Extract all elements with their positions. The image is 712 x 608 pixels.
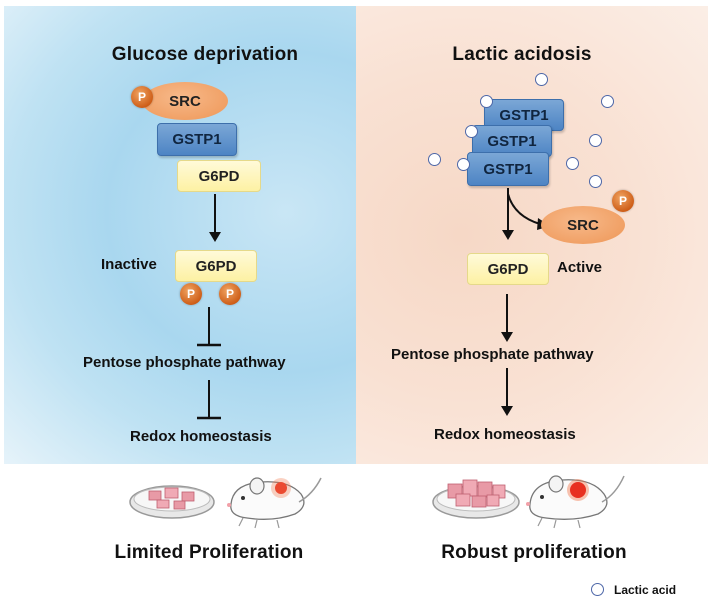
gstp1-node-right-2: GSTP1 bbox=[472, 125, 552, 157]
left-panel-title: Glucose deprivation bbox=[111, 44, 299, 65]
right-panel-title: Lactic acidosis bbox=[452, 44, 592, 65]
lactic-acid-bubble-icon bbox=[589, 175, 602, 188]
down-arrow-left-1 bbox=[209, 194, 221, 242]
g6pd-active-node: G6PD bbox=[467, 253, 549, 285]
pentose-pathway-left: Pentose phosphate pathway bbox=[83, 354, 286, 371]
lactic-acid-bubble-icon bbox=[535, 73, 548, 86]
redox-homeostasis-right: Redox homeostasis bbox=[434, 426, 576, 443]
lactic-acid-bubble-icon bbox=[601, 95, 614, 108]
inhibit-arrow-left-2 bbox=[197, 380, 221, 420]
lactic-acid-bubble-icon bbox=[589, 134, 602, 147]
redox-homeostasis-left: Redox homeostasis bbox=[130, 428, 272, 445]
g6pd-node-left: G6PD bbox=[177, 160, 261, 192]
lactic-acid-bubble-icon bbox=[566, 157, 579, 170]
gstp1-node-right-3: GSTP1 bbox=[467, 152, 549, 186]
legend-lactic-acid-label: Lactic acid bbox=[614, 583, 677, 597]
tumor-dish-icon bbox=[432, 479, 520, 519]
mouse-icon bbox=[526, 475, 625, 529]
tumor-dish-icon bbox=[129, 485, 215, 519]
g6pd-inactive-node: G6PD bbox=[175, 250, 257, 282]
lactic-acidosis-panel bbox=[356, 6, 708, 464]
phospho-icon: P bbox=[180, 283, 202, 305]
pentose-pathway-right: Pentose phosphate pathway bbox=[391, 346, 594, 363]
inhibit-arrow-left-1 bbox=[197, 307, 221, 347]
legend-lactic-acid-icon bbox=[591, 583, 604, 596]
mouse-icon bbox=[227, 477, 322, 529]
src-node-left: SRC bbox=[142, 82, 228, 120]
phospho-icon: P bbox=[219, 283, 241, 305]
lactic-acid-bubble-icon bbox=[428, 153, 441, 166]
inactive-label: Inactive bbox=[101, 256, 157, 273]
down-arrow-right-2 bbox=[501, 368, 513, 416]
gstp1-node-left: GSTP1 bbox=[157, 123, 237, 156]
phospho-icon: P bbox=[131, 86, 153, 108]
phospho-icon: P bbox=[612, 190, 634, 212]
lactic-acid-bubble-icon bbox=[480, 95, 493, 108]
lactic-acid-bubble-icon bbox=[457, 158, 470, 171]
lactic-acid-bubble-icon bbox=[465, 125, 478, 138]
down-arrow-right-1 bbox=[501, 294, 513, 342]
src-node-right: SRC bbox=[541, 206, 625, 244]
glucose-deprivation-panel bbox=[4, 6, 356, 464]
left-outcome-label: Limited Proliferation bbox=[114, 542, 304, 563]
right-outcome-label: Robust proliferation bbox=[441, 542, 627, 563]
active-label: Active bbox=[557, 259, 603, 276]
